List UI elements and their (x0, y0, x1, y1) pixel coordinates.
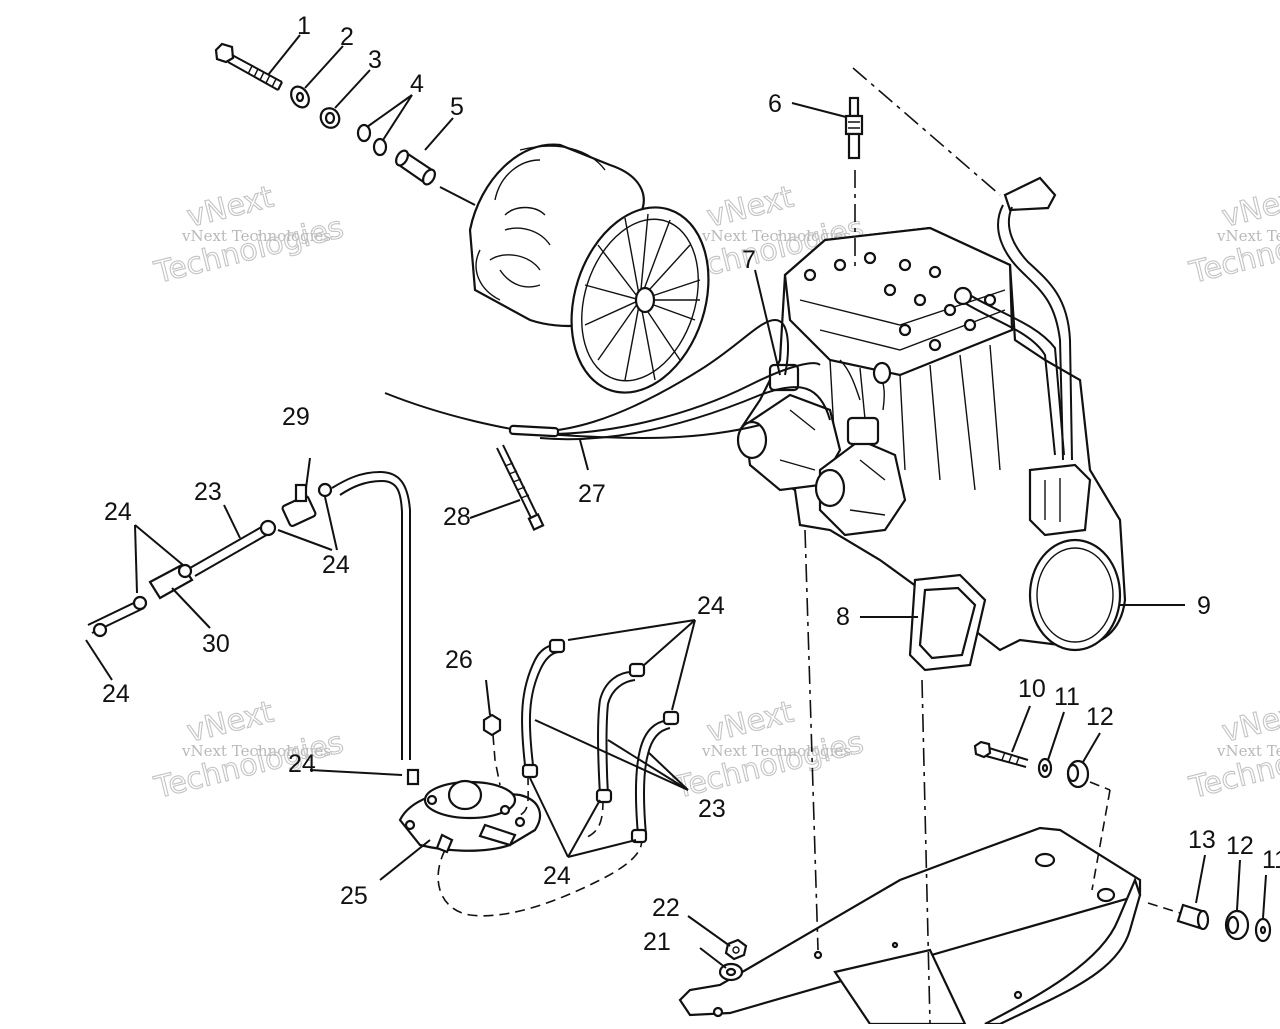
callout-4: 4 (410, 70, 424, 98)
callout-26: 26 (445, 646, 473, 674)
plug-wire-icon (953, 176, 1073, 461)
rubber-bushing-icon (1066, 759, 1090, 789)
washer-icon (1254, 917, 1272, 943)
callout-29: 29 (282, 403, 310, 431)
callout-22: 22 (652, 894, 680, 922)
drive-clutch-icon (468, 143, 710, 394)
svg-text:vNext Technologies: vNext Technologies (181, 742, 331, 760)
callout-23: 23 (194, 478, 222, 506)
mount-nut-group (718, 938, 748, 982)
spark-plug-icon (844, 96, 864, 160)
callout-1: 1 (297, 12, 311, 40)
watermark: vNext vNext Technologies Technologies (1185, 179, 1280, 292)
callout-28: 28 (443, 503, 471, 531)
callout-labels: 1 2 3 4 5 6 7 8 9 10 11 12 13 12 11 21 2… (102, 12, 1280, 956)
washer-icon (319, 107, 341, 129)
svg-text:vNext Technologies: vNext Technologies (701, 742, 851, 760)
spacer-sleeve-icon (395, 149, 436, 186)
watermark: vNext vNext Technologies Technologies (150, 179, 348, 292)
callout-2: 2 (340, 23, 354, 51)
watermark: vNext vNext Technologies Technologies (150, 694, 348, 807)
watermark: vNext vNext Technologies Technologies (670, 694, 868, 807)
callout-21: 21 (643, 928, 671, 956)
engine-mount-plate-icon (678, 826, 1142, 1026)
nut-icon (482, 713, 502, 737)
throttle-cable-icon (384, 318, 831, 441)
washer-icon (1037, 757, 1053, 779)
callout-25: 25 (340, 882, 368, 910)
head-bolt-icon (803, 251, 997, 352)
callout-10: 10 (1018, 675, 1046, 703)
callout-13: 13 (1188, 826, 1216, 854)
callout-12b: 12 (1226, 832, 1254, 860)
callout-12: 12 (1086, 703, 1114, 731)
callout-7: 7 (742, 246, 756, 274)
svg-text:vNext Technologies: vNext Technologies (181, 227, 331, 245)
callout-24e: 24 (697, 592, 725, 620)
washer-icon (290, 85, 310, 109)
svg-text:Technologies: Technologies (670, 725, 866, 806)
callout-27: 27 (578, 480, 606, 508)
clutch-bolt-icon (214, 42, 283, 91)
svg-text:vNext Technologies: vNext Technologies (1216, 742, 1280, 760)
hose-clamp-icon (406, 768, 420, 786)
dash-centerline (921, 679, 931, 1025)
svg-text:Technologies: Technologies (150, 210, 346, 291)
mount-hardware-group (973, 740, 1272, 943)
mount-bolt-icon (973, 740, 1029, 768)
fuel-filter-assembly (87, 470, 411, 760)
callout-24b: 24 (322, 551, 350, 579)
rubber-bushing-icon (1224, 909, 1250, 941)
svg-text:vNext Technologies: vNext Technologies (701, 227, 851, 245)
spacer-ring-icon (356, 123, 388, 157)
carburetor-icon (814, 416, 907, 537)
callout-24c: 24 (102, 680, 130, 708)
clutch-bolt-group (214, 42, 476, 206)
fuel-pump-icon (398, 768, 643, 917)
callout-23b: 23 (698, 795, 726, 823)
callout-11: 11 (1054, 683, 1080, 711)
dash-centerline (804, 529, 819, 951)
callout-30: 30 (202, 630, 230, 658)
callout-8: 8 (836, 603, 850, 631)
svg-text:Technologies: Technologies (150, 725, 346, 806)
dash-centerline (852, 67, 1001, 196)
fuel-valve-icon (281, 483, 317, 527)
spacer-sleeve-icon (1176, 903, 1210, 931)
hose-clamp-icon (92, 482, 333, 638)
fuel-hose-icon (482, 638, 680, 844)
callout-24d: 24 (288, 750, 316, 778)
callout-9: 9 (1197, 592, 1211, 620)
svg-text:vNext Technologies: vNext Technologies (1216, 227, 1280, 245)
callout-6: 6 (768, 90, 782, 118)
leader-lines (85, 34, 1267, 969)
callout-5: 5 (450, 93, 464, 121)
rod-icon (496, 444, 545, 532)
watermark: vNext vNext Technologies Technologies (1185, 694, 1280, 807)
nut-icon (724, 938, 748, 961)
callout-24f: 24 (543, 862, 571, 890)
engine-block-icon (736, 226, 1127, 672)
callout-11b: 11 (1262, 846, 1280, 874)
carburetor-icon (736, 363, 842, 492)
assembly-axis-line (439, 186, 476, 206)
callout-24: 24 (104, 498, 132, 526)
callout-3: 3 (368, 46, 382, 74)
hose-clamp-icon (521, 638, 680, 844)
